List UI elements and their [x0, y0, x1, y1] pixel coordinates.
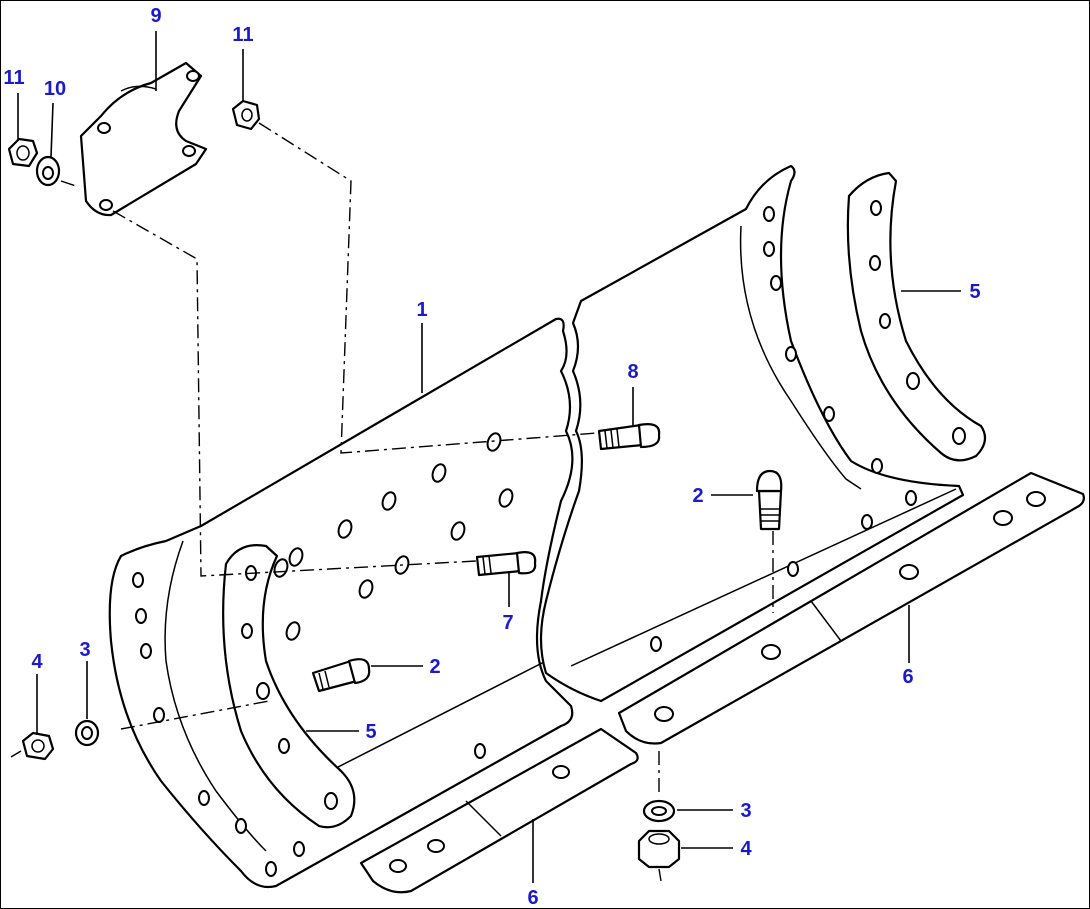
callout-3-right: 3	[740, 800, 751, 822]
bracket	[79, 61, 208, 217]
end-plate-right	[846, 171, 987, 462]
bolt-2-left	[311, 658, 371, 693]
nut-11-left	[7, 137, 39, 168]
cutting-edge-right	[617, 471, 1085, 745]
washer-3-left	[74, 719, 100, 747]
assembly-lines	[10, 122, 774, 882]
callout-11-left: 11	[3, 67, 24, 89]
callout-3-left: 3	[79, 639, 90, 661]
bolt-8	[597, 423, 661, 451]
callout-2-center: 2	[692, 485, 703, 507]
nut-4-left	[21, 731, 55, 761]
callout-5-left: 5	[365, 721, 376, 743]
bolt-7	[475, 551, 537, 577]
leader-lines	[17, 31, 961, 883]
nut-11-top	[231, 99, 261, 131]
washer-3-right	[642, 799, 676, 823]
callout-2-left: 2	[429, 656, 440, 678]
callout-7: 7	[502, 612, 513, 634]
callout-4-right: 4	[740, 838, 752, 860]
callout-5-right: 5	[969, 281, 980, 303]
callout-11-top: 11	[232, 24, 253, 46]
callout-6-left: 6	[527, 887, 538, 909]
blade-left-section	[108, 317, 574, 889]
blade-holes	[132, 206, 917, 877]
blade-right-section	[539, 164, 965, 703]
washer-10	[35, 155, 61, 187]
callout-9: 9	[150, 5, 161, 27]
callout-10: 10	[44, 78, 66, 100]
callout-8: 8	[627, 361, 638, 383]
nut-4-right	[637, 829, 681, 869]
callout-6-right: 6	[902, 666, 913, 688]
callout-1: 1	[416, 299, 427, 321]
bolt-2-center	[755, 469, 783, 531]
callout-4-left: 4	[31, 651, 43, 673]
cutting-edge-left	[359, 727, 639, 894]
callout-labels: 9 11 11 10 1 5 8 2 7 2 4 3 5 6 3 4 6	[3, 5, 980, 909]
